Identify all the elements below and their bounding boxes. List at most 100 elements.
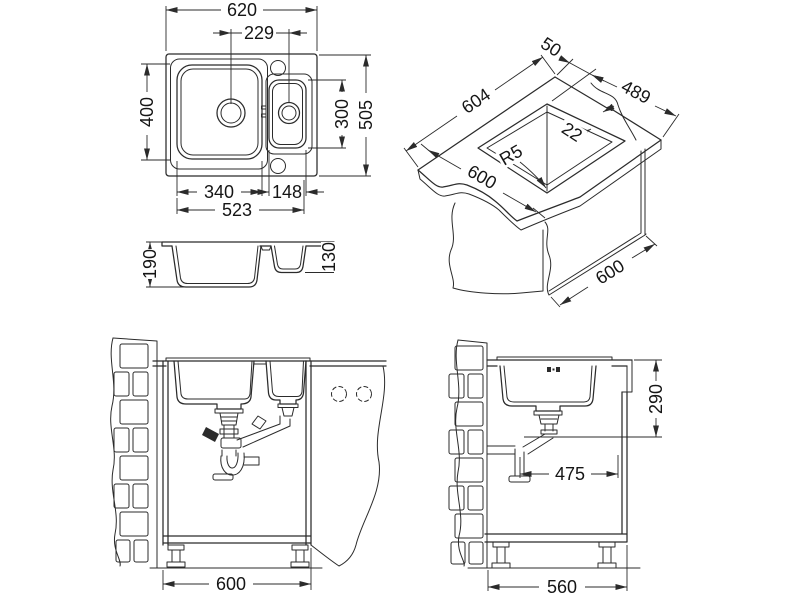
main-drain-inner	[220, 102, 242, 124]
front-installation-view: 600	[110, 337, 387, 594]
dim-label-190: 190	[140, 249, 160, 279]
dim-small-bowl-depth: 130	[305, 242, 339, 273]
dim-label-620: 620	[227, 0, 257, 20]
small-drain-inner	[281, 105, 297, 121]
dim-main-bowl-length: 400	[137, 63, 170, 161]
tap-hole-bottom	[270, 158, 286, 174]
dim-label-600-cabinet: 600	[216, 574, 246, 594]
dim-overall-width: 620	[165, 0, 318, 51]
cutout-opening	[477, 103, 626, 194]
cabinet-foot	[166, 544, 186, 568]
wall-outlet-stub	[486, 445, 516, 455]
bowl-divider	[260, 245, 272, 251]
right-panel-torn	[544, 148, 647, 296]
worktop-thickness-edge	[417, 139, 662, 231]
cabinet-carcass	[484, 391, 628, 543]
bowl-side-inner	[503, 365, 593, 403]
trap-cap	[212, 473, 234, 481]
front-cabinet	[149, 360, 386, 569]
sink-rim	[165, 53, 318, 177]
dim-label-475: 475	[555, 464, 585, 484]
counter-front-lip	[621, 359, 633, 393]
left-panel-torn	[448, 202, 544, 295]
trap-inlet	[221, 449, 237, 457]
small-bowl-inner	[272, 83, 303, 145]
waste-junction	[220, 437, 242, 449]
dim-label-505: 505	[356, 100, 376, 130]
small-bowl-profile-outer	[270, 245, 307, 274]
pipe-flange	[508, 475, 531, 483]
side-installation-view: 290 475 560	[448, 339, 666, 597]
section-view: 190 130	[140, 241, 339, 288]
small-tailpiece	[279, 415, 291, 427]
front-wall	[110, 337, 158, 569]
main-strainer-body	[219, 412, 239, 426]
dim-base-width: 600	[550, 235, 658, 308]
dim-drain-setback: 475	[519, 455, 619, 484]
knockout-hole	[331, 386, 347, 402]
cabinet-foot	[491, 541, 511, 569]
branch-pipe	[236, 423, 291, 448]
dim-cutout-width: 604	[403, 54, 556, 168]
main-bowl-front	[173, 360, 255, 410]
tailpiece-nut	[540, 429, 558, 435]
dim-label-22: 22	[558, 118, 586, 146]
dim-overall-depth: 505	[319, 54, 376, 177]
small-strainer-body	[281, 407, 295, 417]
dim-label-604: 604	[458, 84, 494, 117]
small-bowl-front-inner	[269, 360, 304, 397]
dim-label-229: 229	[244, 23, 274, 43]
worktop-front-torn-edge	[417, 139, 662, 222]
cabinet-carcass	[162, 360, 312, 546]
main-bowl-inner	[180, 68, 259, 156]
counter-line	[486, 359, 633, 367]
main-bowl-profile-outer	[171, 245, 262, 288]
cabinet-foot	[290, 544, 310, 568]
dim-cabinet-depth: 560	[487, 545, 628, 597]
dim-main-bowl-depth: 190	[140, 241, 184, 288]
plan-sink-outline	[165, 53, 318, 177]
branch-fitting	[251, 415, 267, 430]
tailpiece-nut	[219, 428, 239, 435]
brick-pattern	[448, 345, 484, 565]
counter-deck	[161, 241, 335, 247]
drop-pipe	[514, 448, 525, 477]
main-tailpiece	[223, 424, 235, 439]
trap-inner	[226, 452, 239, 469]
strainer-body	[538, 414, 560, 425]
dim-label-523: 523	[222, 200, 252, 220]
side-wall	[448, 339, 488, 569]
side-panel-torn	[310, 365, 386, 567]
trap-outlet	[243, 456, 260, 466]
dim-bowls-overall: 523	[176, 180, 305, 220]
wall-torn-edge	[455, 339, 465, 567]
trap-outer	[220, 452, 245, 476]
small-bowl-outer	[268, 79, 307, 149]
tap-hole-top	[270, 60, 286, 76]
side-cabinet	[467, 391, 641, 569]
worktop-back-left-edge	[417, 76, 556, 171]
section-sink-profile	[161, 241, 335, 288]
cabinet-foot	[597, 541, 617, 569]
overflow-mark	[261, 113, 267, 118]
faucet-hole-symbol	[547, 367, 560, 372]
iso-cabinet-panels	[448, 148, 647, 296]
dim-small-bowl-length: 300	[308, 79, 352, 149]
dim-label-290: 290	[646, 384, 666, 414]
main-deck-outline	[170, 58, 268, 170]
wall-face-edge	[112, 337, 158, 569]
dim-drain-centers: 229	[213, 23, 307, 104]
counter-line	[152, 360, 387, 367]
side-counter-and-sink	[486, 356, 633, 412]
plan-view: 620 229 400 300 505	[137, 0, 376, 220]
iso-worktop	[417, 76, 662, 231]
dim-label-300: 300	[332, 99, 352, 129]
dim-label-50: 50	[537, 33, 565, 61]
main-bowl-profile-inner	[175, 245, 259, 284]
dim-small-bowl-width: 148	[251, 150, 324, 202]
dim-main-bowl-width: 340	[176, 161, 263, 202]
dim-cabinet-width: 600	[162, 548, 312, 594]
brick-pattern	[113, 343, 149, 563]
